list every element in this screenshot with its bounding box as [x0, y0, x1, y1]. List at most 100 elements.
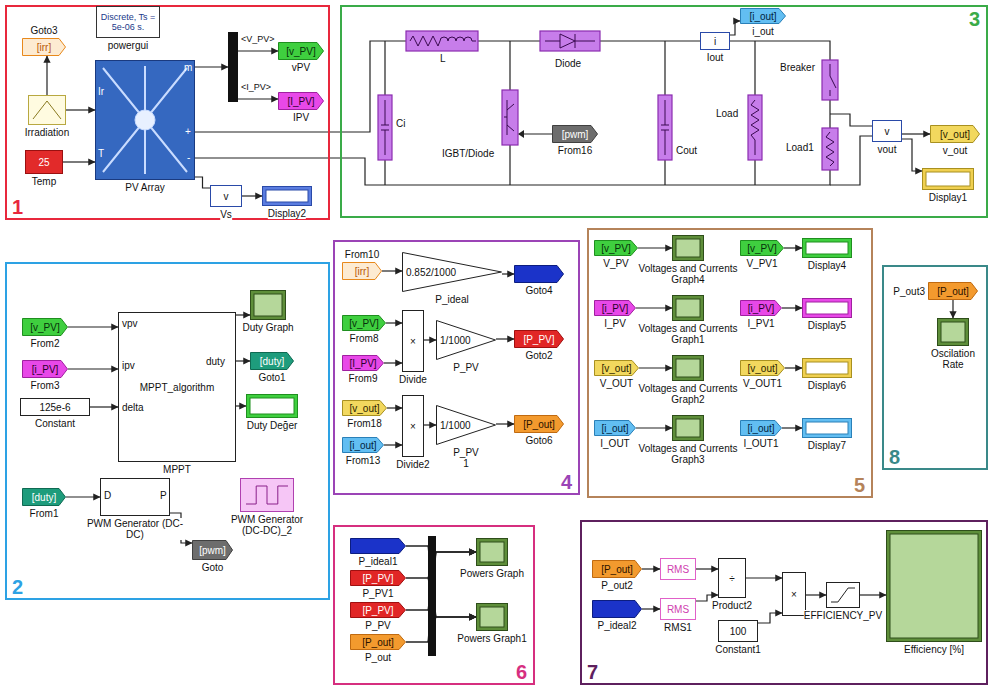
block-name: Display4 [808, 260, 846, 271]
signal-tag: [i_out]From13 [342, 437, 384, 453]
function-block: × [782, 572, 806, 616]
signal-line [406, 546, 476, 552]
block-name: From13 [346, 455, 380, 466]
block-name: i_out [752, 26, 774, 37]
gain-block-shape [403, 253, 502, 292]
display-block-outline [922, 168, 974, 190]
scope-block-shape [938, 319, 969, 346]
component-symbol [381, 34, 836, 166]
signal-tag-shape [931, 126, 980, 143]
block-name: V_PV [603, 258, 629, 269]
signal-tag: [P_out]P_out2 [592, 560, 642, 578]
display-block-shape [266, 190, 308, 202]
block-name: Display5 [808, 320, 846, 331]
circuit-component [378, 31, 838, 170]
scope-block-shape [480, 607, 504, 627]
signal-line [46, 56, 47, 95]
block-name: Powers Graph [456, 568, 528, 579]
block-text: [v_PV] [747, 243, 776, 254]
pv-array-block-shape [103, 66, 187, 174]
block-name: Goto2 [525, 350, 552, 361]
part-label: + [185, 126, 191, 137]
display-block-shape [806, 302, 848, 314]
signal-line [236, 314, 250, 315]
signal-line [406, 552, 476, 642]
block-name: Divide2 [396, 459, 429, 470]
signal-tag-shape [279, 43, 324, 60]
signal-tag-shape [741, 9, 786, 24]
display-block-outline [802, 298, 852, 318]
scope-block-outline [476, 603, 508, 631]
part-label: Ci [396, 118, 405, 129]
block-name: RMS1 [664, 622, 692, 633]
block-name: powergui [108, 40, 149, 51]
block-name: IPV [293, 112, 309, 123]
signal-tag-shape [741, 421, 782, 436]
signal-line [642, 568, 660, 569]
block-name: Voltages and Currents Graph3 [632, 443, 744, 465]
section-panel: 6P_ideal1[P_PV]P_PV1[P_PV]P_PV[P_out]P_o… [333, 525, 535, 685]
block-name: Goto1 [258, 372, 285, 383]
signal-line [384, 444, 402, 445]
section-number: 3 [969, 8, 980, 30]
signal-tag: [i_PV]I_PV1 [740, 300, 782, 316]
part-label: Cout [676, 145, 697, 156]
block-text: [v_out] [601, 363, 631, 374]
block-name: From3 [31, 380, 60, 391]
scope-block-outline [886, 530, 982, 642]
block-text: [I_PV] [349, 358, 376, 369]
block-text: [i_out] [749, 11, 776, 22]
scope-block: Powers Graph1 [476, 603, 508, 631]
block-text: [i_out] [349, 440, 376, 451]
block-name: Powers Graph1 [456, 633, 528, 644]
function-block: ×Divide2 [402, 395, 424, 457]
signal-line [68, 326, 118, 327]
block-name: Display7 [808, 440, 846, 451]
function-block: ×Divide [402, 310, 424, 372]
signal-line [195, 66, 228, 67]
block-text: 100 [730, 626, 747, 637]
function-block: 100Constant1 [718, 620, 758, 642]
scope-block: Voltages and Currents Graph1 [672, 295, 704, 321]
block-name: Oscilation Rate [922, 348, 984, 370]
block-text: [P_PV] [362, 573, 393, 584]
pv-array-block: PV Array [95, 60, 195, 180]
pulse-generator-shape [246, 486, 288, 504]
block-text: [duty] [260, 356, 284, 367]
constant-block: 25Temp [25, 150, 63, 174]
section-panel: 2[v_PV]From2[i_PV]From3125e-6ConstantMPP… [5, 262, 330, 600]
display-block: Display2 [262, 186, 312, 206]
signal-line [68, 368, 118, 369]
gain-block-shape [437, 321, 496, 360]
block-text: [v_PV] [286, 46, 315, 57]
signal-tag-shape [23, 361, 68, 378]
block-text: [P_out] [601, 564, 633, 575]
display-block-shape [806, 422, 848, 434]
block-text: × [410, 421, 416, 432]
gate-arrow [518, 130, 524, 138]
signal-line [782, 307, 802, 308]
block-name: P_PV [365, 620, 391, 631]
scope-block: Powers Graph [476, 538, 508, 566]
block-name: I_PV1 [747, 318, 774, 329]
section-number: 2 [12, 576, 23, 598]
part-label: Ir [98, 86, 104, 97]
signal-tag: [i_PV]I_PV [594, 300, 636, 316]
section-number: 7 [587, 661, 598, 683]
signal-line [386, 322, 402, 323]
signal-tag: [i_out]I_OUT1 [740, 420, 782, 436]
block-name: P_ideal2 [598, 620, 637, 631]
signal-line [496, 423, 514, 424]
signal-tag-outline [514, 265, 564, 283]
block-name: MPPT [163, 464, 191, 475]
wire [195, 41, 830, 185]
scope-block: Voltages and Currents Graph3 [672, 415, 704, 441]
block-name: I_OUT1 [743, 438, 778, 449]
signal-tag: [v_PV]V_PV [594, 240, 638, 256]
signal-tag-shape [595, 421, 636, 436]
block-name: Display2 [268, 208, 306, 219]
scope-block-shape [673, 416, 704, 441]
block-name: From8 [350, 333, 379, 344]
wire [385, 41, 755, 185]
function-block-shape [783, 573, 806, 616]
